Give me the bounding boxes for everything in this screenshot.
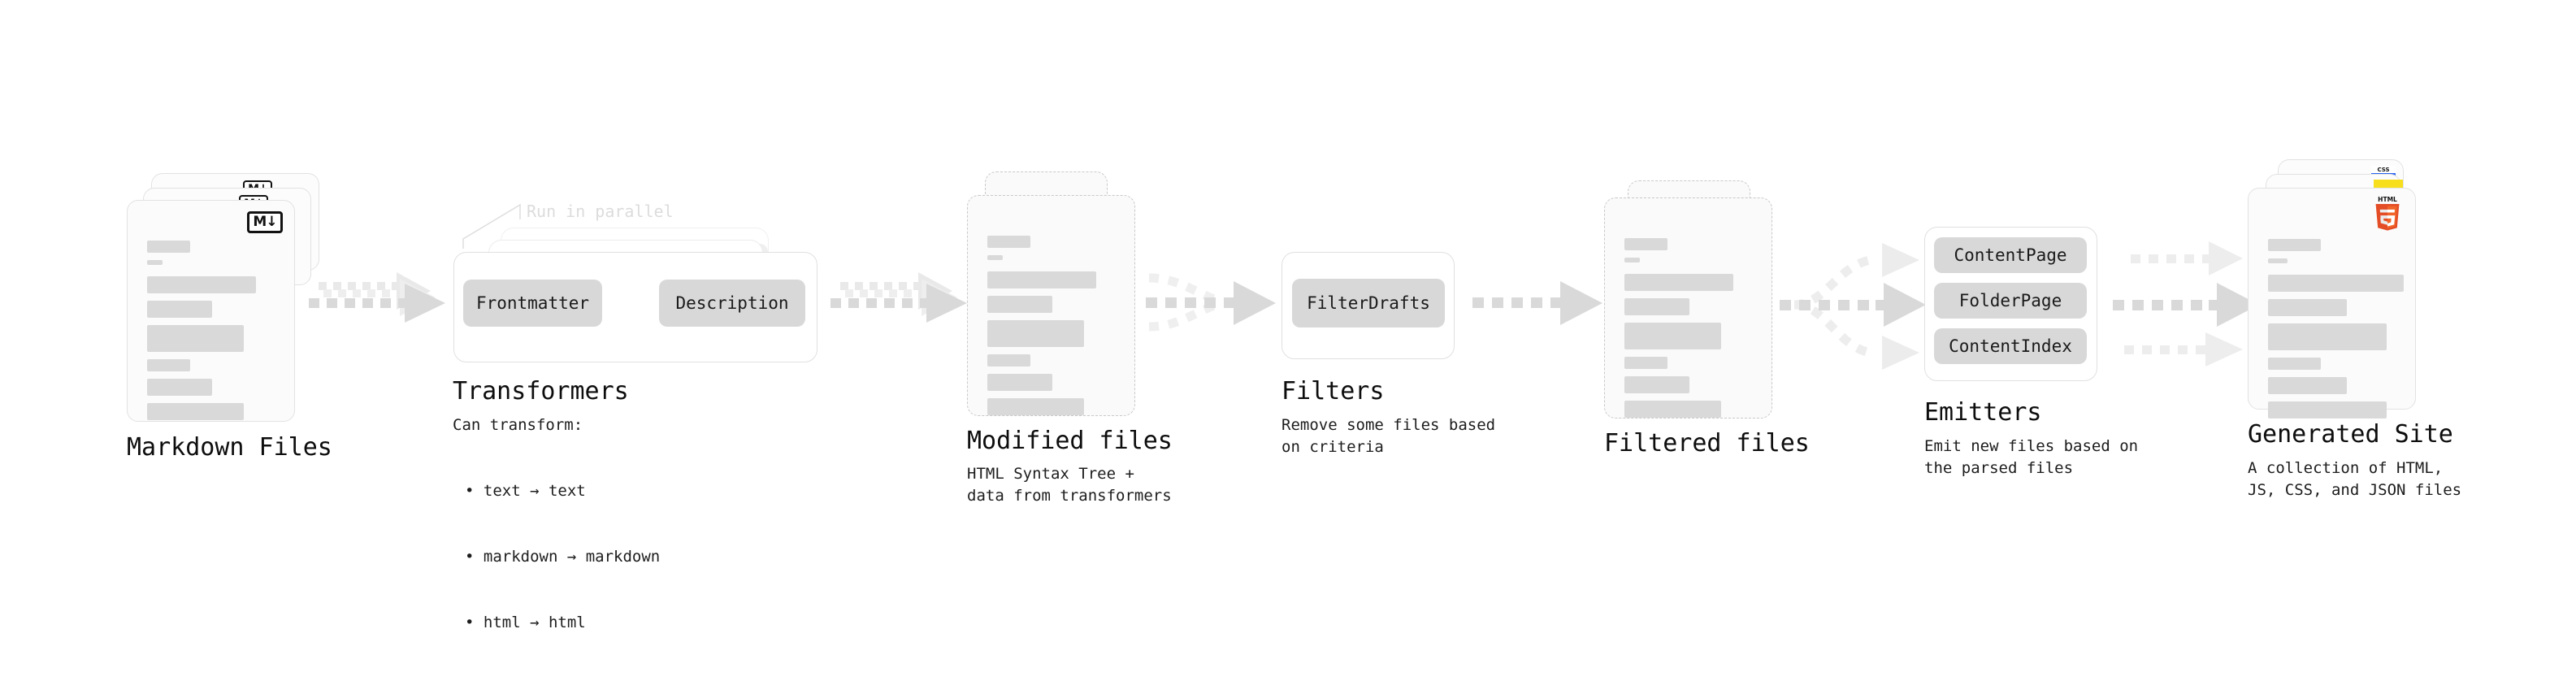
arrow-transformers-to-modified bbox=[830, 272, 967, 323]
stage-title-markdown-files: Markdown Files bbox=[127, 433, 332, 462]
stage-subtitle-emitters: Emit new files based on the parsed files bbox=[1924, 437, 2139, 477]
transformers-bullet-list: • text → text • markdown → markdown • ht… bbox=[465, 436, 660, 678]
emitter-chip-contentindex[interactable]: ContentIndex bbox=[1934, 328, 2087, 364]
stage-title-transformers: Transformers bbox=[453, 377, 629, 406]
run-in-parallel-annotation: Run in parallel bbox=[527, 202, 674, 221]
transformers-bullet-2: • html → html bbox=[465, 614, 586, 631]
emitter-chip-folderpage[interactable]: FolderPage bbox=[1934, 283, 2087, 319]
modified-file-card-front bbox=[967, 195, 1135, 416]
markdown-icon: M↓ bbox=[247, 211, 283, 233]
modified-file-content-lines bbox=[987, 223, 1117, 423]
filter-chip-filterdrafts[interactable]: FilterDrafts bbox=[1292, 279, 1445, 327]
stage-title-filters: Filters bbox=[1281, 377, 1385, 406]
stage-title-generated-site: Generated Site bbox=[2248, 420, 2453, 449]
transformers-subtitle-lead: Can transform: bbox=[453, 416, 583, 434]
svg-text:HTML: HTML bbox=[2378, 196, 2397, 203]
transformer-chip-frontmatter[interactable]: Frontmatter bbox=[463, 280, 602, 327]
arrow-filtered-to-emitters bbox=[1780, 243, 1926, 370]
stage-title-modified-files: Modified files bbox=[967, 427, 1173, 455]
transformers-bullet-1: • markdown → markdown bbox=[465, 548, 661, 566]
stage-subtitle-filters: Remove some files based on criteria bbox=[1281, 416, 1496, 456]
generated-site-card-front: HTML bbox=[2248, 188, 2416, 419]
stage-subtitle-generated-site: A collection of HTML, JS, CSS, and JSON … bbox=[2248, 459, 2462, 499]
markdown-file-content-lines bbox=[147, 228, 276, 427]
arrow-markdown-to-transformers bbox=[309, 272, 445, 323]
transformers-bullet-0: • text → text bbox=[465, 482, 586, 500]
emitter-chip-contentpage[interactable]: ContentPage bbox=[1934, 237, 2087, 273]
stage-subtitle-modified-files: HTML Syntax Tree + data from transformer… bbox=[967, 465, 1172, 505]
generated-site-content-lines bbox=[2268, 216, 2404, 426]
stage-title-filtered-files: Filtered files bbox=[1604, 429, 1810, 458]
stage-title-emitters: Emitters bbox=[1924, 398, 2042, 427]
markdown-file-card-front: M↓ bbox=[127, 200, 295, 422]
transformer-chip-description[interactable]: Description bbox=[659, 280, 805, 327]
arrow-emitters-to-site bbox=[2113, 241, 2259, 367]
filtered-file-content-lines bbox=[1624, 226, 1754, 425]
filtered-file-card-front bbox=[1604, 197, 1772, 419]
html5-icon: HTML bbox=[2375, 196, 2400, 231]
arrow-filters-to-filtered bbox=[1472, 281, 1602, 325]
arrow-modified-to-filters bbox=[1146, 273, 1276, 332]
run-in-parallel-leader-line bbox=[462, 203, 521, 249]
